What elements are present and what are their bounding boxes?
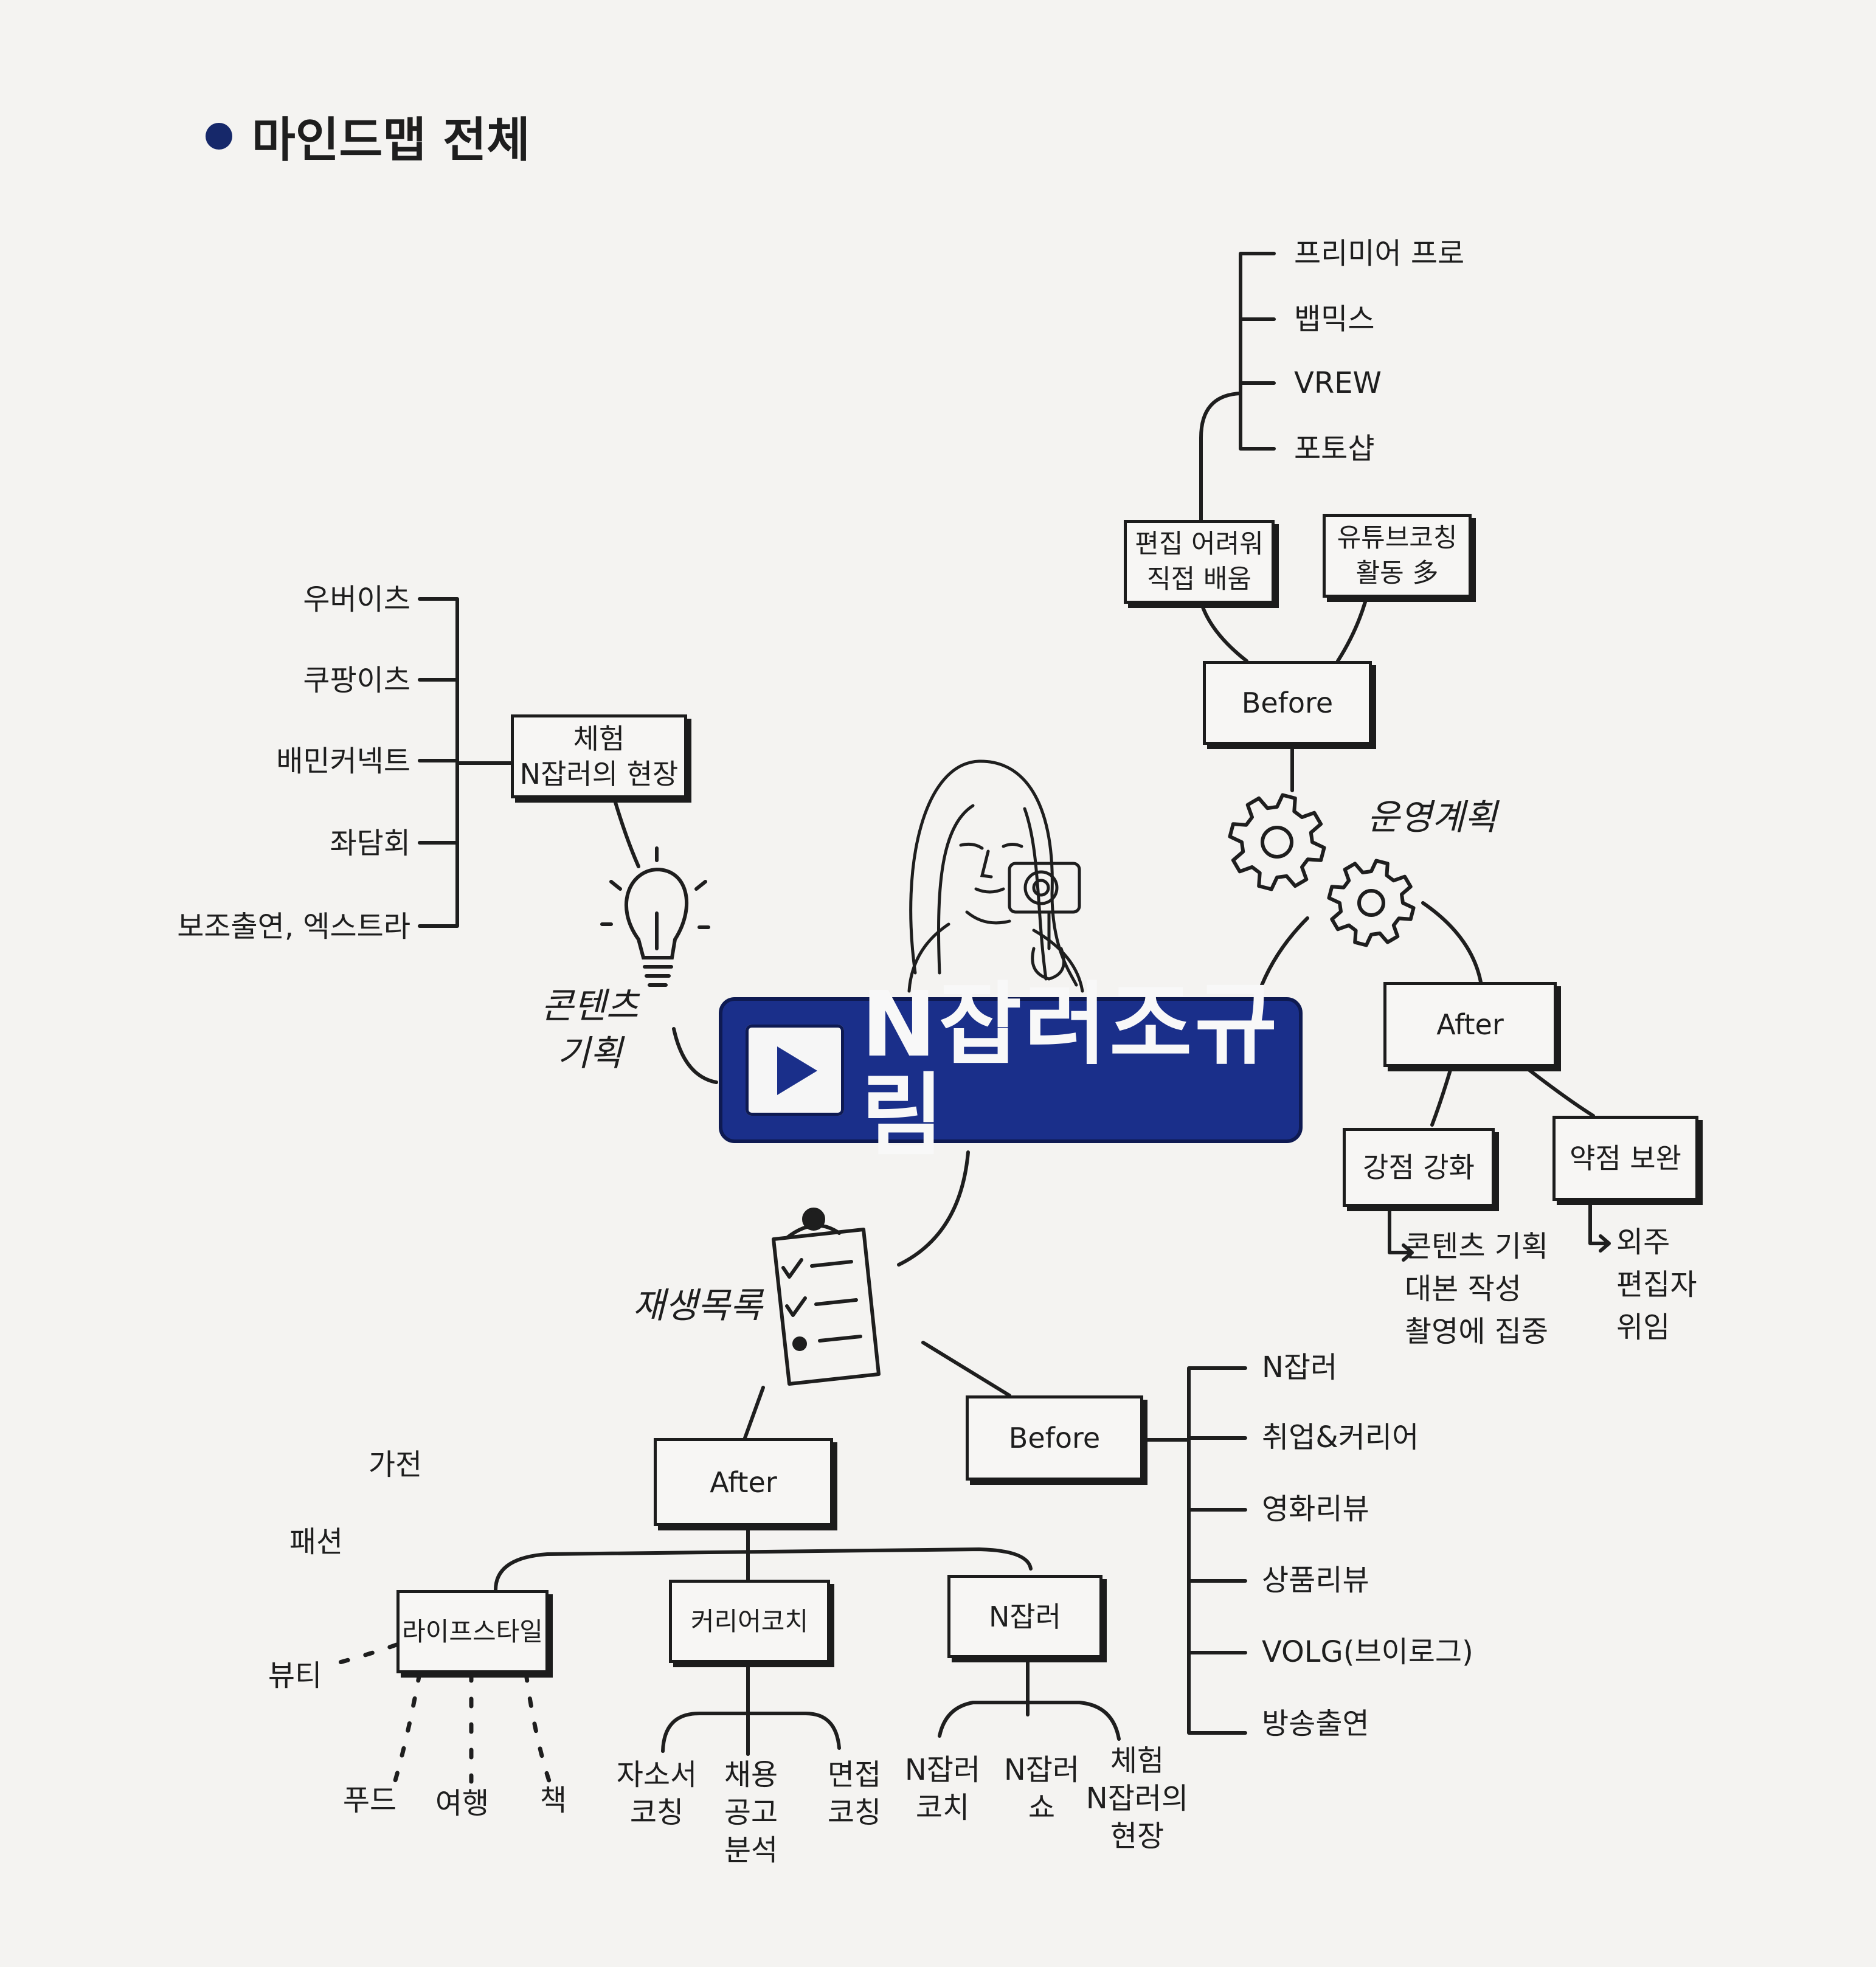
content-item-5: 보조출연, 엑스트라	[134, 908, 410, 945]
lifestyle-box: 라이프스타일	[396, 1590, 549, 1673]
strength-box: 강점 강화	[1343, 1128, 1495, 1207]
clipboard-icon	[774, 1209, 879, 1384]
lifestyle-child-fashion: 패션	[268, 1523, 365, 1561]
tool-item-4: 포토샵	[1294, 430, 1489, 468]
play-button-icon	[746, 1025, 844, 1116]
content-item-1: 우버이츠	[261, 581, 410, 618]
gear-small-hole	[1359, 891, 1383, 915]
weakness-box: 약점 보완	[1552, 1116, 1698, 1201]
bulb-to-logo	[674, 1029, 716, 1082]
lifestyle-child-appliance: 가전	[347, 1446, 444, 1484]
njob-child-experience: 체험 N잡러의 현장	[1067, 1742, 1207, 1855]
playlist-before-box: Before	[966, 1395, 1143, 1481]
playlist-before-item-6: 방송출연	[1262, 1705, 1481, 1743]
logo-text: N잡러조규림	[861, 979, 1299, 1161]
content-box-to-bulb	[614, 798, 639, 866]
content-box-experience: 체험 N잡러의 현장	[511, 714, 687, 798]
strength-detail: 콘텐츠 기획 대본 작성 촬영에 집중	[1405, 1225, 1599, 1353]
career-child-job-posting: 채용 공고 분석	[699, 1756, 803, 1869]
person-illustration-icon	[909, 761, 1082, 991]
lifestyle-child-beauty: 뷰티	[246, 1657, 344, 1695]
playlist-before-item-1: N잡러	[1262, 1349, 1481, 1386]
playlist-before-bracket	[1189, 1368, 1245, 1733]
content-item-2: 쿠팡이츠	[261, 662, 410, 699]
njob-box: N잡러	[947, 1575, 1102, 1658]
playlist-label: 재생목록	[621, 1282, 774, 1329]
tool-item-3: VREW	[1294, 364, 1489, 402]
tools-bracket	[1241, 254, 1274, 449]
operation-before-box: Before	[1203, 661, 1372, 745]
gear-big-outline	[1230, 795, 1324, 890]
lifestyle-child-travel: 여행	[414, 1785, 511, 1822]
content-planning-label: 콘텐츠 기획	[523, 982, 657, 1077]
tool-item-2: 뱁믹스	[1294, 300, 1489, 338]
playlist-before-item-5: VOLG(브이로그)	[1262, 1633, 1517, 1671]
light-bulb-icon	[602, 848, 708, 985]
playlist-before-item-3: 영화리뷰	[1262, 1490, 1481, 1528]
content-item-4: 좌담회	[261, 824, 410, 862]
bullet-dot-icon	[206, 123, 232, 150]
playlist-before-item-2: 취업&커리어	[1262, 1419, 1481, 1456]
gear-big-hole	[1262, 828, 1292, 857]
career-child-resume: 자소서 코칭	[599, 1756, 715, 1831]
operation-plan-label: 운영계획	[1353, 793, 1511, 841]
tool-item-1: 프리미어 프로	[1294, 235, 1489, 272]
weakness-detail: 외주 편집자 위임	[1616, 1221, 1738, 1349]
content-item-3: 배민커넥트	[243, 742, 410, 780]
lifestyle-child-food: 푸드	[321, 1782, 418, 1819]
heading-text: 마인드맵 전체	[252, 102, 530, 170]
playlist-after-box: After	[654, 1438, 833, 1526]
operation-after-box: After	[1383, 982, 1557, 1067]
career-coach-box: 커리어코치	[669, 1580, 830, 1663]
before-box-editing: 편집 어려워 직접 배움	[1124, 520, 1275, 604]
page-heading: 마인드맵 전체	[206, 102, 530, 170]
playlist-before-item-4: 상품리뷰	[1262, 1561, 1481, 1599]
gear-small-outline	[1329, 861, 1414, 945]
central-logo: N잡러조규림	[719, 997, 1303, 1143]
lifestyle-child-books: 책	[505, 1782, 602, 1819]
before-box-coaching: 유튜브코칭 활동 多	[1323, 514, 1472, 598]
njob-child-coach: N잡러 코치	[885, 1751, 1000, 1827]
